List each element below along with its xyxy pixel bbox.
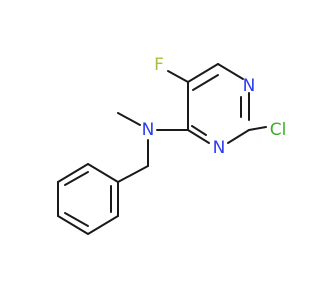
bond-c6-n1: [217, 63, 244, 80]
atom-nitrogen-amine: N: [142, 120, 155, 140]
bond-n3-c4: [187, 129, 210, 144]
atom-labels: F N N Cl N: [142, 55, 287, 158]
atom-label-nitrogen-ring-1: N: [243, 76, 256, 96]
bond-ph5-ph6: [57, 163, 89, 183]
bond-n3-c4-inner: [191, 125, 207, 136]
bond-c2-n3: [227, 129, 250, 144]
bond-c2-cl: [248, 126, 267, 131]
atom-nitrogen-ring-3: N: [213, 138, 226, 158]
molecule-structure-diagram: F N N Cl N: [57, 55, 287, 235]
atom-fluorine: F: [154, 55, 164, 75]
bond-c5-f: [167, 70, 189, 83]
bond-ph5-ph6-inner: [64, 171, 89, 186]
bond-ph2-ph3: [87, 215, 119, 235]
atom-label-fluorine: F: [154, 55, 164, 75]
bond-ph6-ph1: [87, 163, 119, 183]
bond-ph3-ph4-inner: [64, 212, 89, 227]
atom-label-nitrogen-ring-3: N: [213, 138, 226, 158]
bonds: [57, 63, 267, 235]
bond-c5-c6-inner: [192, 74, 219, 91]
atom-label-chlorine: Cl: [270, 120, 287, 140]
atom-chlorine: Cl: [270, 120, 287, 140]
bond-n-methyl: [117, 112, 141, 126]
bond-c5-c6: [187, 63, 219, 83]
bond-ph3-ph4: [57, 215, 89, 235]
atom-label-nitrogen-amine: N: [142, 120, 155, 140]
atom-nitrogen-ring-1: N: [243, 76, 256, 96]
bond-ch2-phenyl: [117, 165, 149, 183]
